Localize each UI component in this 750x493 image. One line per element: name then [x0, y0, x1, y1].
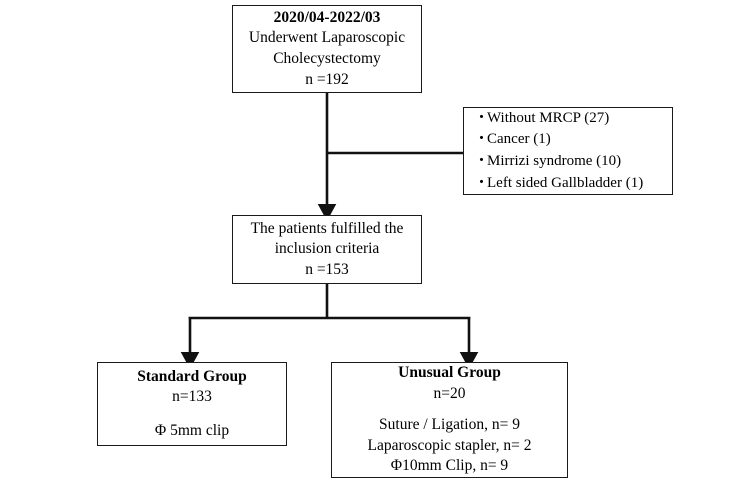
unusual-group-detail-2: Laparoscopic stapler, n= 2: [367, 436, 532, 454]
enrollment-procedure-line2: Cholecystectomy: [273, 50, 381, 67]
enrollment-count: n =192: [305, 70, 349, 88]
standard-group-count: n=133: [172, 388, 212, 406]
exclusion-item-label: Cancer (1): [487, 131, 551, 148]
exclusion-item: ・Cancer (1): [474, 129, 672, 151]
exclusion-item: ・Without MRCP (27): [474, 108, 672, 130]
standard-group-title: Standard Group: [137, 367, 247, 385]
unusual-group-title: Unusual Group: [398, 364, 501, 381]
inclusion-count: n =153: [305, 260, 349, 278]
unusual-group-detail-3: Φ10mm Clip, n= 9: [390, 457, 509, 475]
inclusion-box: The patients fulfilled the inclusion cri…: [232, 215, 422, 284]
bullet-icon: ・: [474, 153, 490, 169]
exclusion-box: ・Without MRCP (27) ・Cancer (1) ・Mirrizi …: [463, 107, 673, 195]
exclusion-item-label: Left sided Gallbladder (1): [487, 174, 644, 191]
exclusion-item: ・Left sided Gallbladder (1): [474, 173, 672, 195]
unusual-group-box: Unusual Group n=20 Suture / Ligation, n=…: [331, 362, 568, 478]
standard-group-detail-1: Φ 5mm clip: [154, 421, 230, 439]
exclusion-item-label: Mirrizi syndrome (10): [487, 153, 622, 169]
unusual-group-detail-1: Suture / Ligation, n= 9: [379, 416, 520, 434]
exclusion-item-label: Without MRCP (27): [487, 109, 610, 126]
bullet-icon: ・: [474, 174, 490, 191]
exclusion-item: ・Mirrizi syndrome (10): [474, 151, 672, 173]
standard-group-box: Standard Group n=133 Φ 5mm clip: [97, 362, 287, 446]
unusual-group-count: n=20: [433, 384, 466, 402]
enrollment-box: 2020/04-2022/03 Underwent Laparoscopic C…: [232, 5, 422, 93]
bullet-icon: ・: [474, 131, 490, 148]
enrollment-period: 2020/04-2022/03: [273, 8, 381, 26]
bullet-icon: ・: [474, 109, 490, 126]
inclusion-to-groups-split: [188, 284, 471, 320]
enrollment-procedure-line1: Underwent Laparoscopic: [248, 29, 406, 47]
inclusion-line1: The patients fulfilled the: [250, 219, 404, 237]
inclusion-line2: inclusion criteria: [274, 240, 380, 258]
